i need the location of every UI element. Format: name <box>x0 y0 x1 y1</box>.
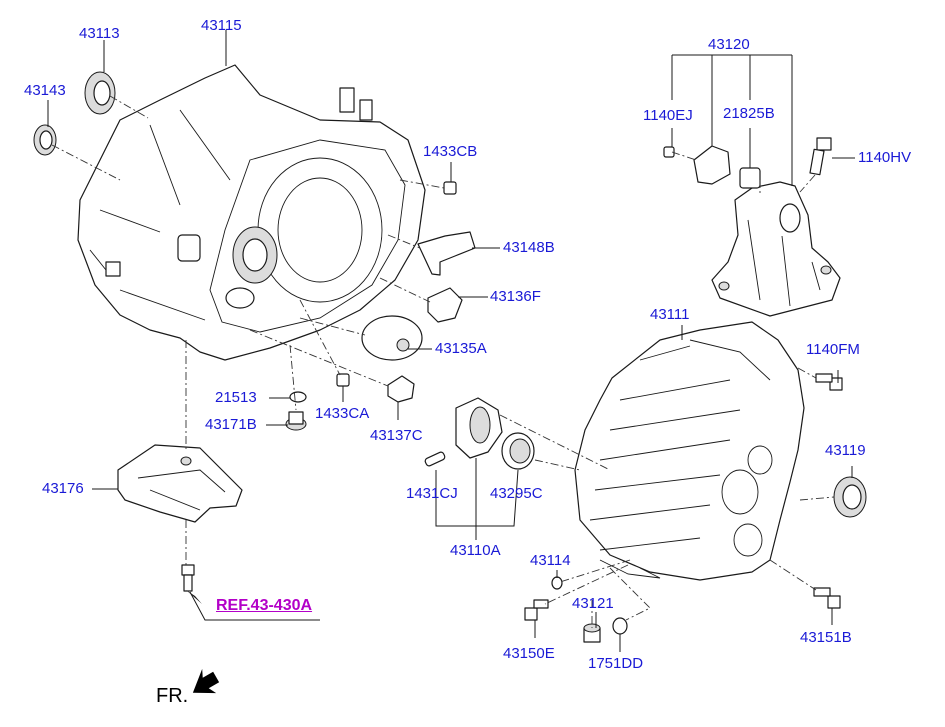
label-43295C[interactable]: 43295C <box>490 485 543 502</box>
label-1431CJ[interactable]: 1431CJ <box>406 485 458 502</box>
bolt-ref <box>181 564 195 592</box>
label-43137C[interactable]: 43137C <box>370 427 423 444</box>
label-1433CB[interactable]: 1433CB <box>423 143 478 160</box>
bearing-43295C <box>501 432 535 470</box>
label-43148B[interactable]: 43148B <box>503 239 555 256</box>
label-1433CA[interactable]: 1433CA <box>315 405 370 422</box>
bracket-1140EJ-plate <box>693 145 731 185</box>
pin-1431CJ <box>424 451 446 467</box>
washer-43114 <box>551 576 563 590</box>
transmission-case-43111 <box>574 321 805 581</box>
pin-1433CB <box>443 181 457 195</box>
bracket-43176-hole <box>180 456 192 466</box>
gasket-1751DD <box>612 617 628 635</box>
label-1140EJ[interactable]: 1140EJ <box>643 107 693 124</box>
leader-lines <box>47 30 855 652</box>
bolt-1140HV <box>809 137 832 176</box>
label-21513[interactable]: 21513 <box>215 389 257 406</box>
ref-link-43-430A[interactable]: REF.43-430A <box>216 597 313 614</box>
label-43176[interactable]: 43176 <box>42 480 84 497</box>
oil-seal-43119 <box>833 476 867 518</box>
bracket-43176 <box>117 444 243 523</box>
ref-arrow-icon <box>186 590 202 604</box>
bracket-43148B <box>417 231 476 276</box>
bolt-1140EJ <box>663 146 675 158</box>
oil-seal-43143 <box>33 124 57 156</box>
plate-43136F <box>427 287 463 323</box>
plate-43135A <box>361 315 423 361</box>
plug-43171B <box>285 411 307 431</box>
label-43111[interactable]: 43111 <box>650 306 690 323</box>
label-43114[interactable]: 43114 <box>530 552 571 569</box>
bracket-43176-rib <box>137 469 226 511</box>
label-43143[interactable]: 43143 <box>24 82 66 99</box>
plug-43121 <box>583 623 601 643</box>
label-1140FM[interactable]: 1140FM <box>806 341 860 358</box>
label-43135A[interactable]: 43135A <box>435 340 487 357</box>
label-43171B[interactable]: 43171B <box>205 416 257 433</box>
pin-1433CA <box>336 373 350 387</box>
label-43113[interactable]: 43113 <box>79 25 120 42</box>
carrier-43110A <box>455 397 503 459</box>
label-21825B[interactable]: 21825B <box>723 105 775 122</box>
spacer-21825B <box>739 167 761 189</box>
magnet-43137C <box>387 375 415 403</box>
clutch-housing-43115 <box>77 64 426 361</box>
label-1751DD[interactable]: 1751DD <box>588 655 644 672</box>
label-1140HV[interactable]: 1140HV <box>858 149 912 166</box>
label-43120[interactable]: 43120 <box>708 36 750 53</box>
bolt-43150E <box>524 599 549 621</box>
front-arrow-icon <box>192 668 220 694</box>
label-43136F[interactable]: 43136F <box>490 288 541 305</box>
label-43121[interactable]: 43121 <box>572 595 614 612</box>
label-43110A[interactable]: 43110A <box>450 542 501 559</box>
assembly-lines <box>51 95 835 628</box>
oil-seal-43113 <box>84 71 116 115</box>
washer-21513 <box>289 391 307 403</box>
bolt-43151B <box>813 587 841 609</box>
label-43119[interactable]: 43119 <box>825 442 866 459</box>
label-43115[interactable]: 43115 <box>201 17 242 34</box>
label-43151B[interactable]: 43151B <box>800 629 852 646</box>
label-43150E[interactable]: 43150E <box>503 645 555 662</box>
mount-43120 <box>711 181 841 317</box>
front-direction-label: FR. <box>156 685 189 707</box>
